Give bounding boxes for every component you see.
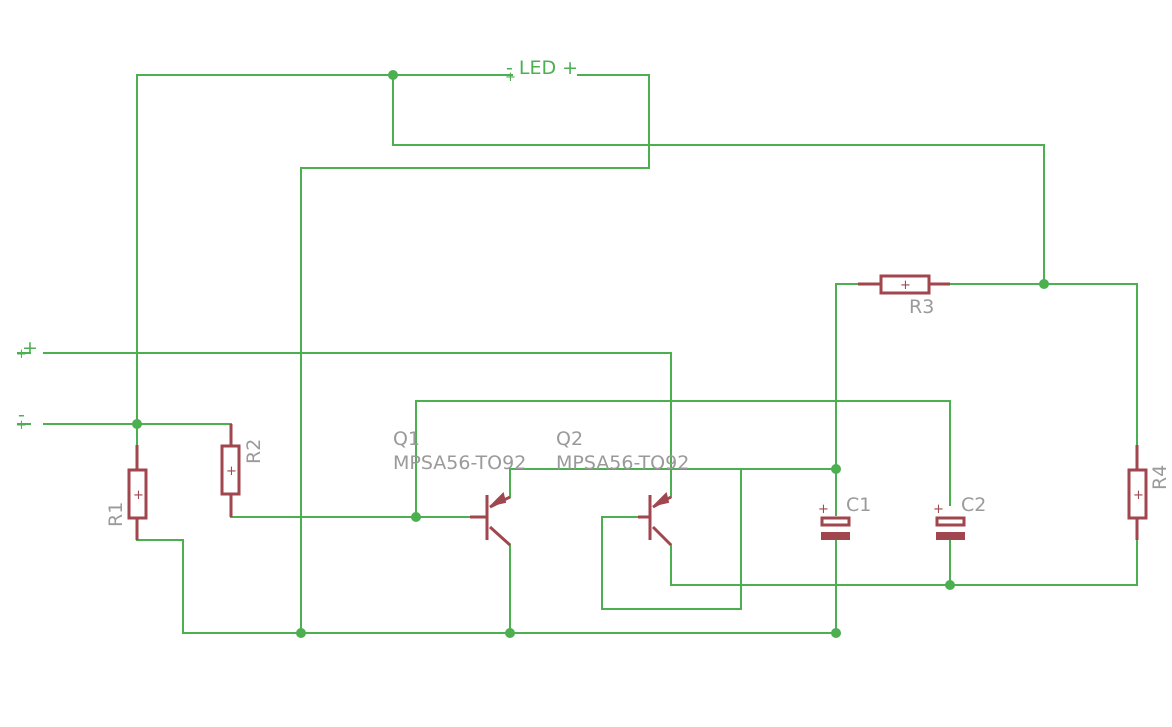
wire-q2-base-loop <box>601 468 742 610</box>
capacitor-c1: + C1 <box>818 494 871 540</box>
q1-emitter-arrow <box>488 492 507 507</box>
c1-pin-mark: + <box>818 502 829 517</box>
q2-value: MPSA56-TO92 <box>556 452 689 474</box>
transistor-q2: Q2 MPSA56-TO92 <box>556 428 689 547</box>
q1-name: Q1 <box>393 428 420 450</box>
r2-pin-mark: + <box>226 464 237 479</box>
c2-label: C2 <box>961 494 986 516</box>
r2-label: R2 <box>243 439 265 464</box>
junction-dot <box>1039 279 1049 289</box>
transistor-q1: Q1 MPSA56-TO92 <box>393 428 526 547</box>
r4-pin-mark: + <box>1133 488 1144 503</box>
resistor-r1: + R1 <box>105 445 148 540</box>
junctions <box>132 70 1049 638</box>
q1-value: MPSA56-TO92 <box>393 452 526 474</box>
c2-plate-bottom <box>936 532 965 540</box>
c2-pin-mark: + <box>933 502 944 517</box>
junction-dot <box>388 70 398 80</box>
junction-dot <box>831 464 841 474</box>
pin-plus-mark: + <box>16 347 27 362</box>
q2-emitter-arrow <box>651 492 670 507</box>
wire-q1base-c2 <box>415 400 951 518</box>
r1-label: R1 <box>105 502 127 527</box>
wire-q2-emitter <box>670 518 1138 586</box>
pin-plus-mark: + <box>16 418 27 433</box>
resistor-r4: + R4 <box>1127 445 1171 540</box>
c1-plate-bottom <box>821 532 850 540</box>
junction-dot <box>296 628 306 638</box>
led: + - LED + <box>505 57 578 85</box>
junction-dot <box>132 419 142 429</box>
resistor-r3: + R3 <box>858 274 950 318</box>
wire-c1-r3 <box>835 283 881 470</box>
junction-dot <box>945 580 955 590</box>
junction-dot <box>505 628 515 638</box>
wire-led-minus-feed <box>392 74 1045 285</box>
q2-name: Q2 <box>556 428 583 450</box>
wires <box>17 74 1138 634</box>
supply-minus-label: - <box>18 404 25 426</box>
c1-plate-top <box>820 516 851 527</box>
c2-plate-top <box>935 516 966 527</box>
r4-label: R4 <box>1149 465 1171 490</box>
wire-led-plus <box>300 74 650 634</box>
wire-supply-plus <box>43 352 672 498</box>
led-label: - LED + <box>506 57 578 79</box>
junction-dot <box>411 512 421 522</box>
junction-dot <box>831 628 841 638</box>
capacitor-c2: + C2 <box>933 494 986 540</box>
c1-label: C1 <box>846 494 871 516</box>
led-pin-mark: + <box>505 70 516 85</box>
wire-r2-q1base <box>230 494 471 518</box>
supply-plus-label: + <box>22 337 38 359</box>
supply-pins: + + + - <box>16 337 38 433</box>
wire-r3-r4 <box>928 283 1138 471</box>
q1-collector <box>488 525 512 547</box>
r1-pin-mark: + <box>133 488 144 503</box>
r3-label: R3 <box>909 296 934 318</box>
wire-q1col-c1 <box>509 468 837 498</box>
q2-collector <box>651 525 673 547</box>
r3-pin-mark: + <box>900 278 911 293</box>
resistor-r2: + R2 <box>220 424 265 517</box>
